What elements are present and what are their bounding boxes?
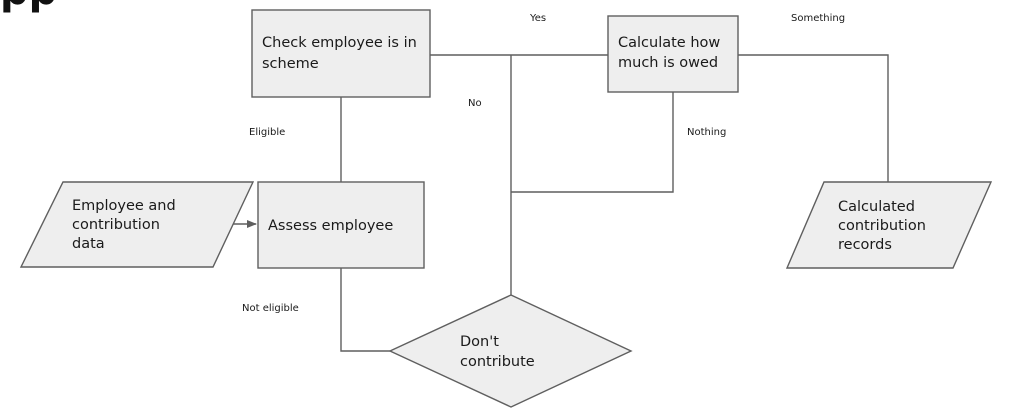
decision-diamond [388, 294, 633, 408]
page-heading-fragment: pp [0, 0, 57, 14]
edge-label-not-eligible: Not eligible [242, 303, 299, 314]
node-label-line: contribute [460, 354, 535, 370]
node-label-line: contribution [72, 217, 160, 233]
node-employee-data: Employee and contribution data [19, 181, 255, 268]
process-box [251, 9, 431, 98]
svg-text:Calculated contribution: Calculated contribution records [838, 199, 931, 253]
node-label-line: much is owed [618, 55, 718, 71]
edge-not-eligible [340, 268, 390, 352]
node-label-line: data [72, 236, 105, 252]
node-check-employee: Check employee is in scheme [251, 9, 431, 98]
data-parallelogram [19, 181, 255, 268]
svg-text:Employee and contributio: Employee and contribution data [72, 198, 180, 252]
node-label-line: scheme [262, 56, 319, 72]
data-parallelogram [785, 181, 993, 269]
process-box [257, 181, 425, 269]
svg-text:Calculate how much is ow: Calculate how much is owed [618, 35, 725, 71]
node-dont-contribute: Don't contribute [388, 294, 633, 408]
node-calculated-records: Calculated contribution records [785, 181, 993, 269]
node-calculate-owed: Calculate how much is owed [607, 15, 739, 93]
node-label-line: Calculated [838, 199, 915, 215]
edge-label-nothing: Nothing [687, 127, 726, 138]
edge-label-yes: Yes [529, 13, 546, 24]
process-box [607, 15, 739, 93]
node-label-line: Check employee is in [262, 35, 417, 51]
node-label-line: Calculate how [618, 35, 720, 51]
svg-text:Assess employee: Assess employee [268, 218, 393, 234]
edge-label-eligible: Eligible [249, 127, 285, 138]
node-label-line: Employee and [72, 198, 176, 214]
edge-nothing [511, 92, 674, 193]
node-label-line: Don't [460, 334, 499, 350]
node-assess-employee: Assess employee [257, 181, 425, 269]
edge-label-no: No [468, 98, 482, 109]
svg-text:Don't contribute: Don't contribute [460, 334, 535, 370]
node-label-line: Assess employee [268, 218, 393, 234]
node-label-line: records [838, 237, 892, 253]
edge-label-something: Something [791, 13, 845, 24]
node-label-line: contribution [838, 218, 926, 234]
svg-text:Check employee is in sch: Check employee is in scheme [262, 35, 421, 72]
edge-something [738, 54, 889, 182]
